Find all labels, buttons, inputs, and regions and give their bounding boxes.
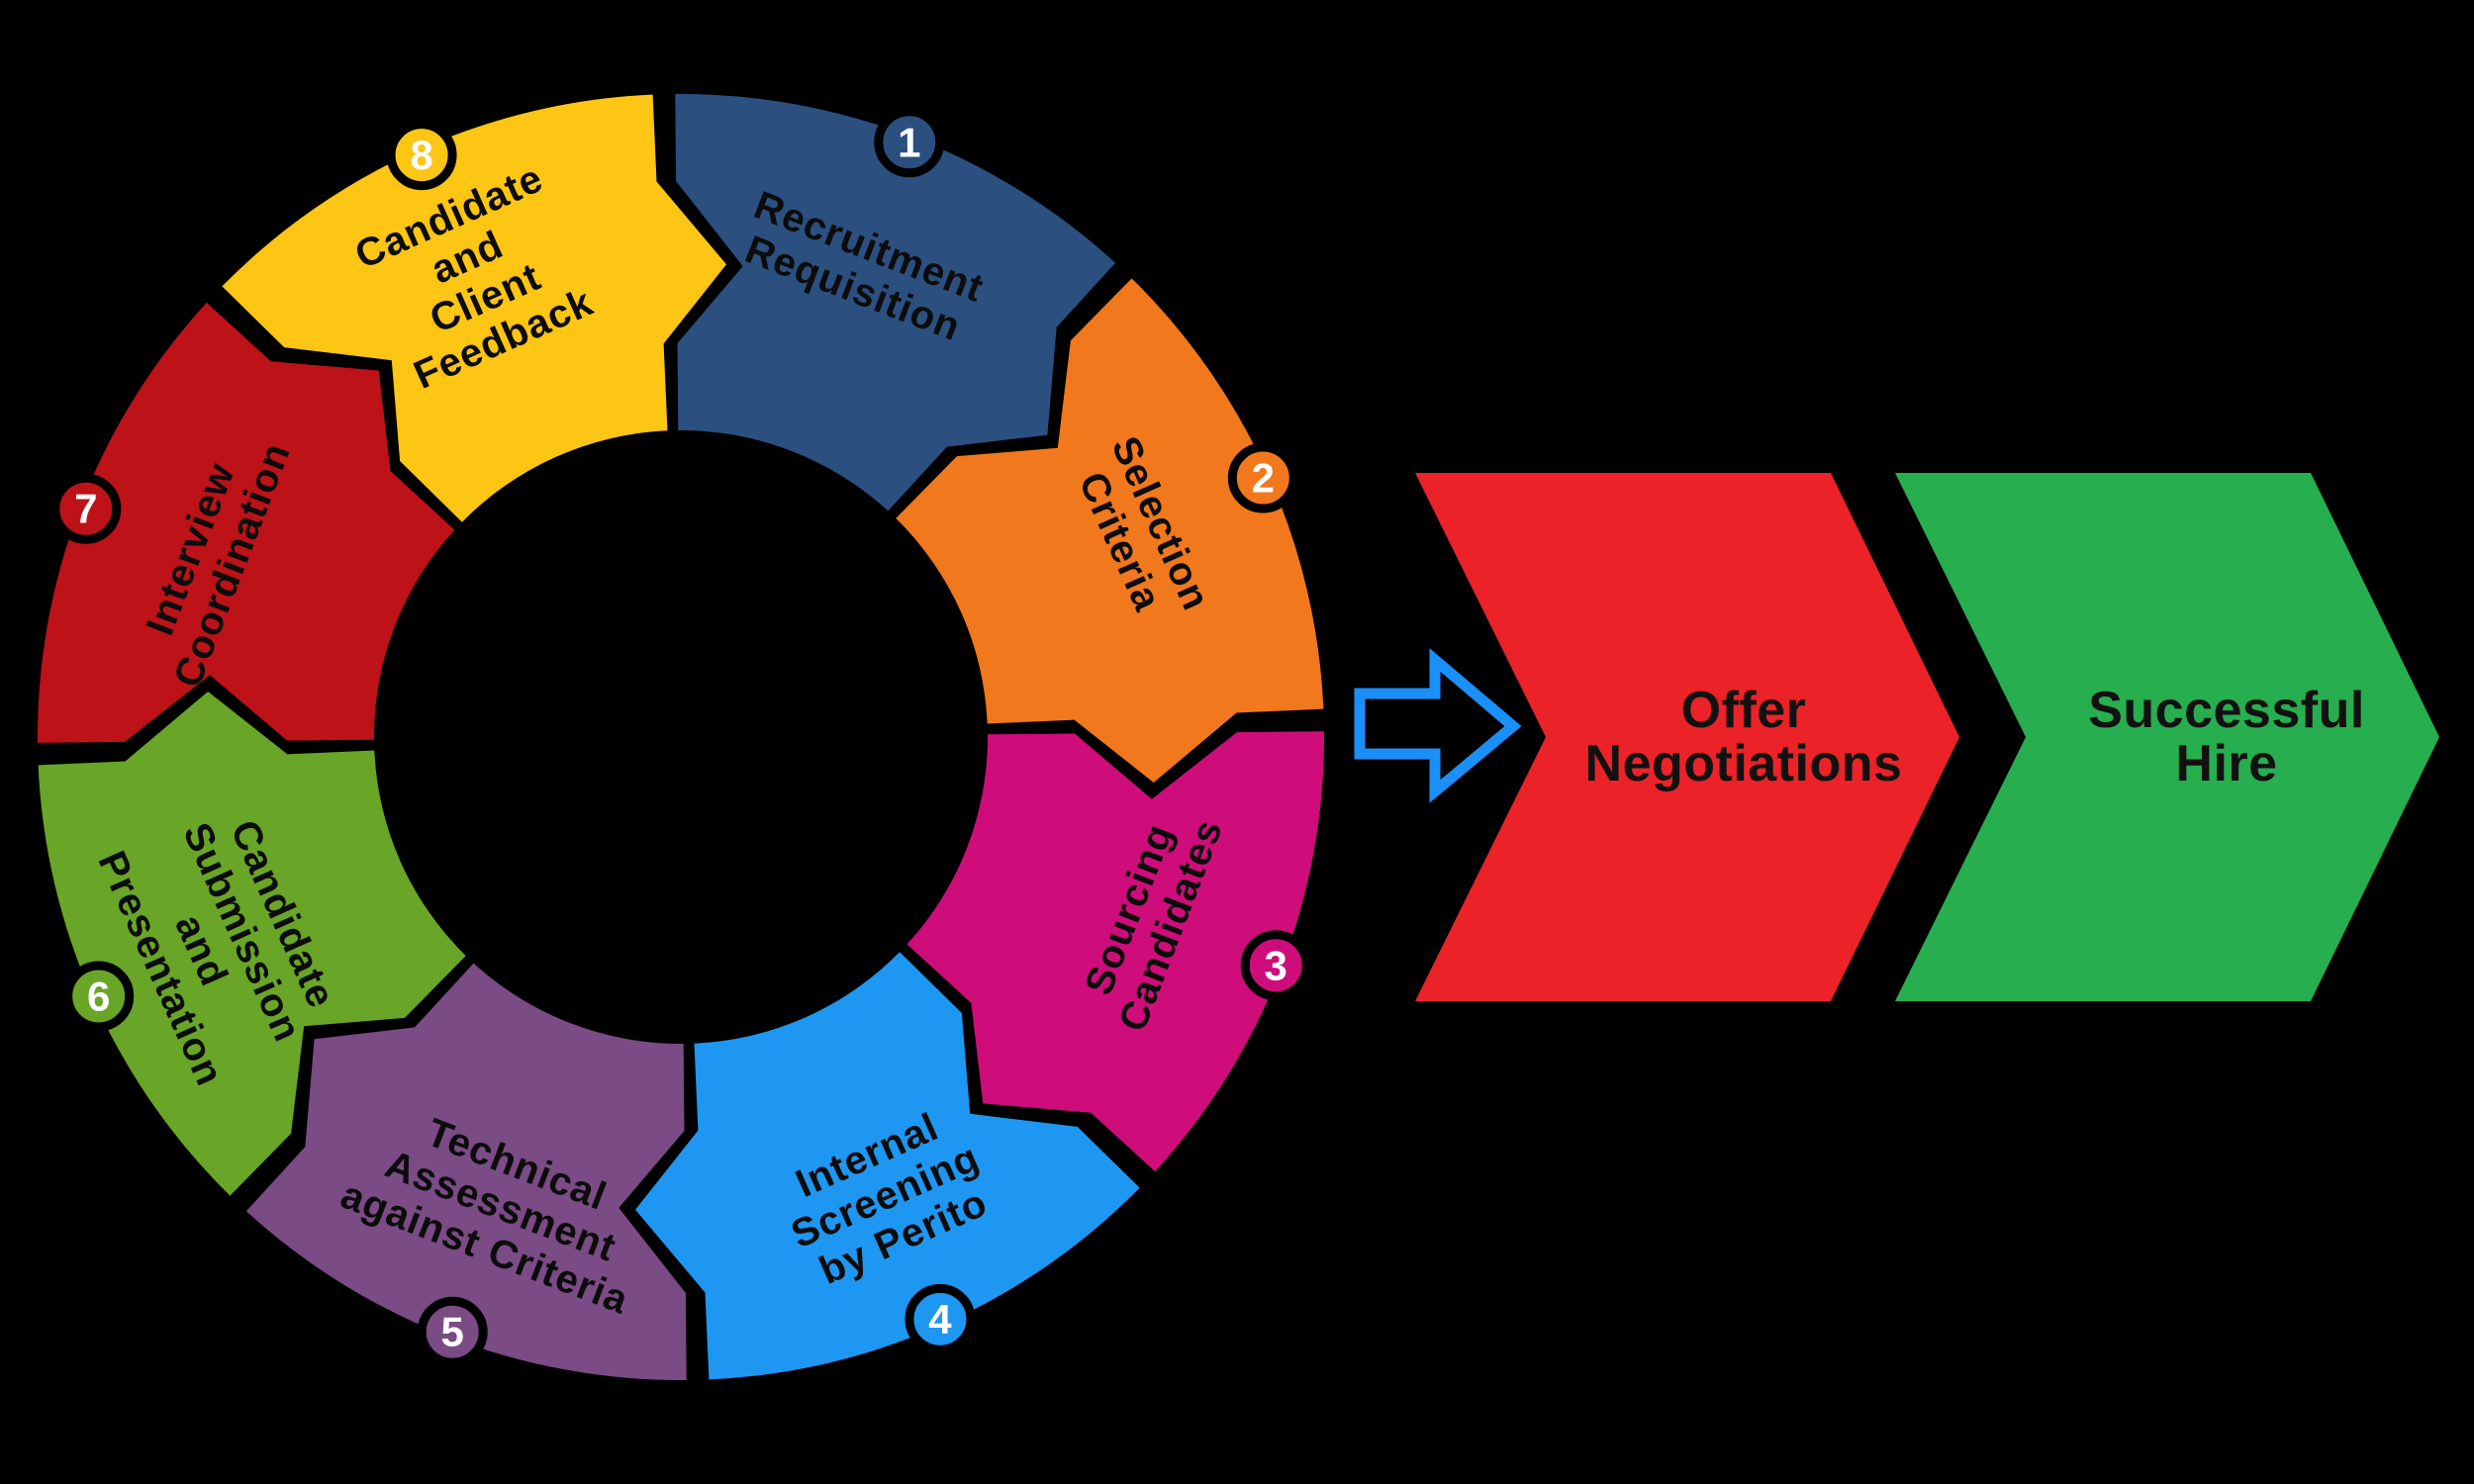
segment-7-badge-number: 7 [74,486,97,532]
segment-5-piece [245,963,687,1381]
segment-8-badge [386,120,457,191]
segment-4-badge-number: 4 [928,1296,952,1343]
segment-5-badge [417,1296,488,1367]
segment-7-piece [37,302,455,743]
segment-6-piece [38,692,466,1196]
segment-1-piece [675,93,1116,511]
segment-4-piece [635,952,1140,1380]
segment-3-piece [906,731,1325,1172]
successful-hire-chevron [1895,473,2439,1001]
flow-arrow-icon [1354,648,1522,803]
ring-badges: 1 2 3 4 5 6 7 8 [50,107,1311,1367]
offer-negotiations-chevron [1415,473,1959,1001]
segment-6-badge [63,961,135,1032]
segment-8-badge-number: 8 [410,132,432,178]
offer-negotiations-label-line: Offer [1681,682,1807,739]
successful-hire-label-line: Hire [2175,735,2277,792]
segment-3-badge-number: 3 [1265,942,1287,988]
segment-2-piece [896,278,1324,783]
segment-1-badge-number: 1 [898,119,920,165]
segment-6-badge-number: 6 [87,973,110,1019]
offer-negotiations-label-line: Negotiations [1585,735,1903,792]
segment-2-badge-number: 2 [1252,455,1275,502]
segment-1-badge [874,107,945,178]
segment-2-badge [1227,442,1298,513]
segment-4-badge [904,1283,976,1354]
segment-5-badge-number: 5 [441,1309,464,1355]
ring-pieces [37,93,1325,1381]
segment-7-badge [50,473,122,544]
segment-3-badge [1240,930,1311,1001]
successful-hire-label-line: Successful [2088,682,2365,739]
segment-8-piece [222,94,726,522]
